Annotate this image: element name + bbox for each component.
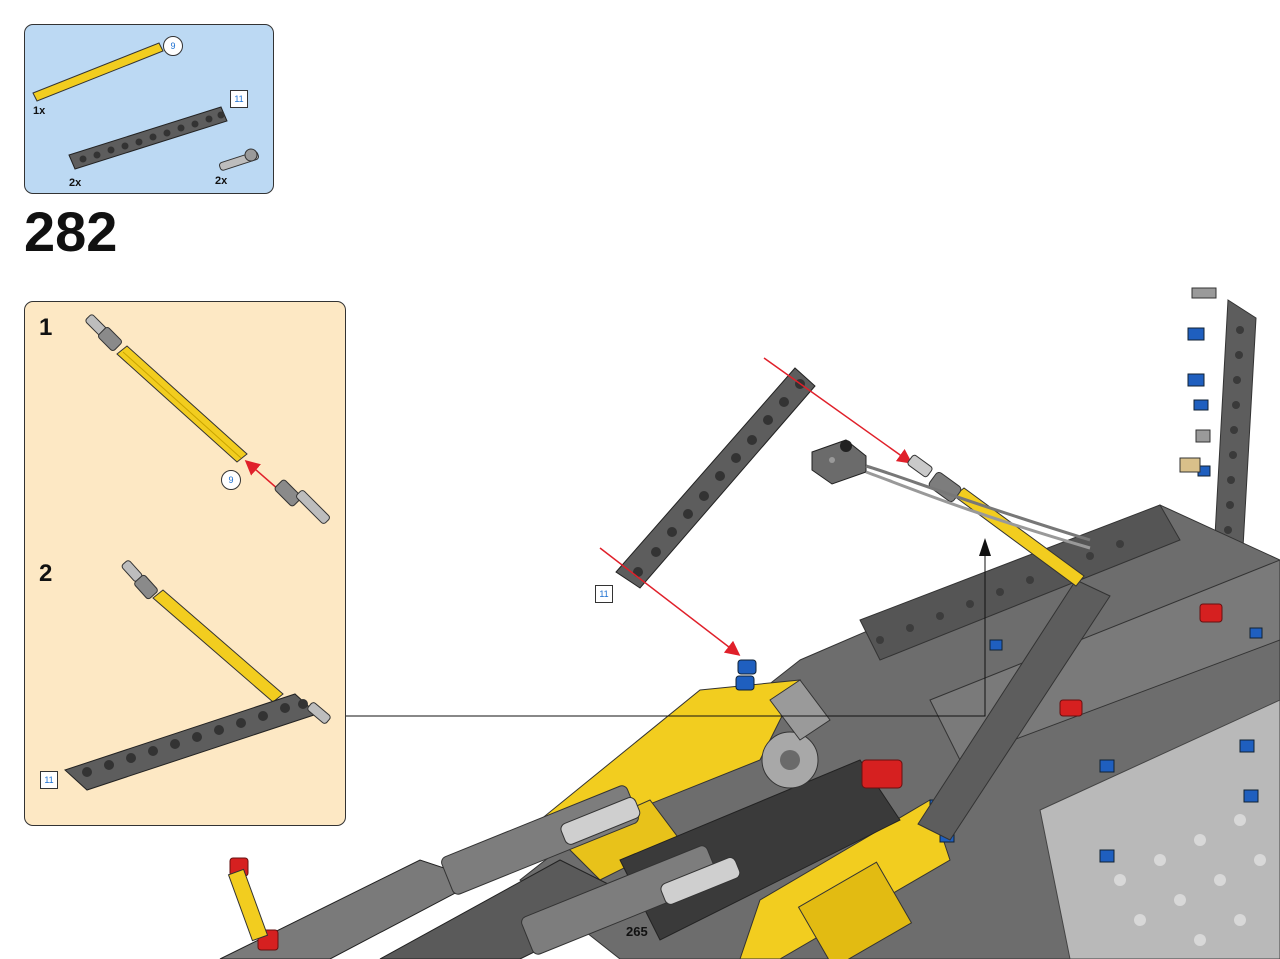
substep-box: 1 2 bbox=[24, 301, 346, 826]
vertical-beam bbox=[1179, 287, 1257, 601]
substep-1-label: 1 bbox=[39, 314, 53, 341]
substep-1-pin bbox=[274, 479, 330, 524]
parts-list-illustration bbox=[32, 42, 259, 171]
pin-quantity: 2x bbox=[215, 175, 228, 187]
pin-part-icon bbox=[219, 148, 259, 171]
page-number: 265 bbox=[626, 924, 648, 939]
floating-beam bbox=[615, 367, 816, 589]
axle-part-icon bbox=[32, 42, 164, 102]
beam-length-callout: 11 bbox=[230, 90, 248, 108]
substep-1-axle bbox=[85, 314, 248, 463]
substep-2-assembly bbox=[64, 560, 331, 791]
beam-quantity: 2x bbox=[69, 177, 82, 189]
axle-quantity: 1x bbox=[33, 105, 46, 117]
substep-2-length-callout: 11 bbox=[40, 771, 58, 789]
main-beam-length-callout: 11 bbox=[595, 585, 613, 603]
diagonal-beam bbox=[917, 579, 1111, 841]
beam-part-icon bbox=[68, 106, 228, 170]
substep-illustrations bbox=[64, 314, 331, 791]
step-number: 282 bbox=[24, 200, 118, 263]
substep-1-length-callout: 9 bbox=[221, 470, 241, 490]
substep-2-label: 2 bbox=[39, 560, 53, 587]
parts-list: 1x 2x 2x 9 11 bbox=[24, 24, 274, 194]
switch-block bbox=[811, 439, 1091, 550]
axle-length-callout: 9 bbox=[163, 36, 183, 56]
